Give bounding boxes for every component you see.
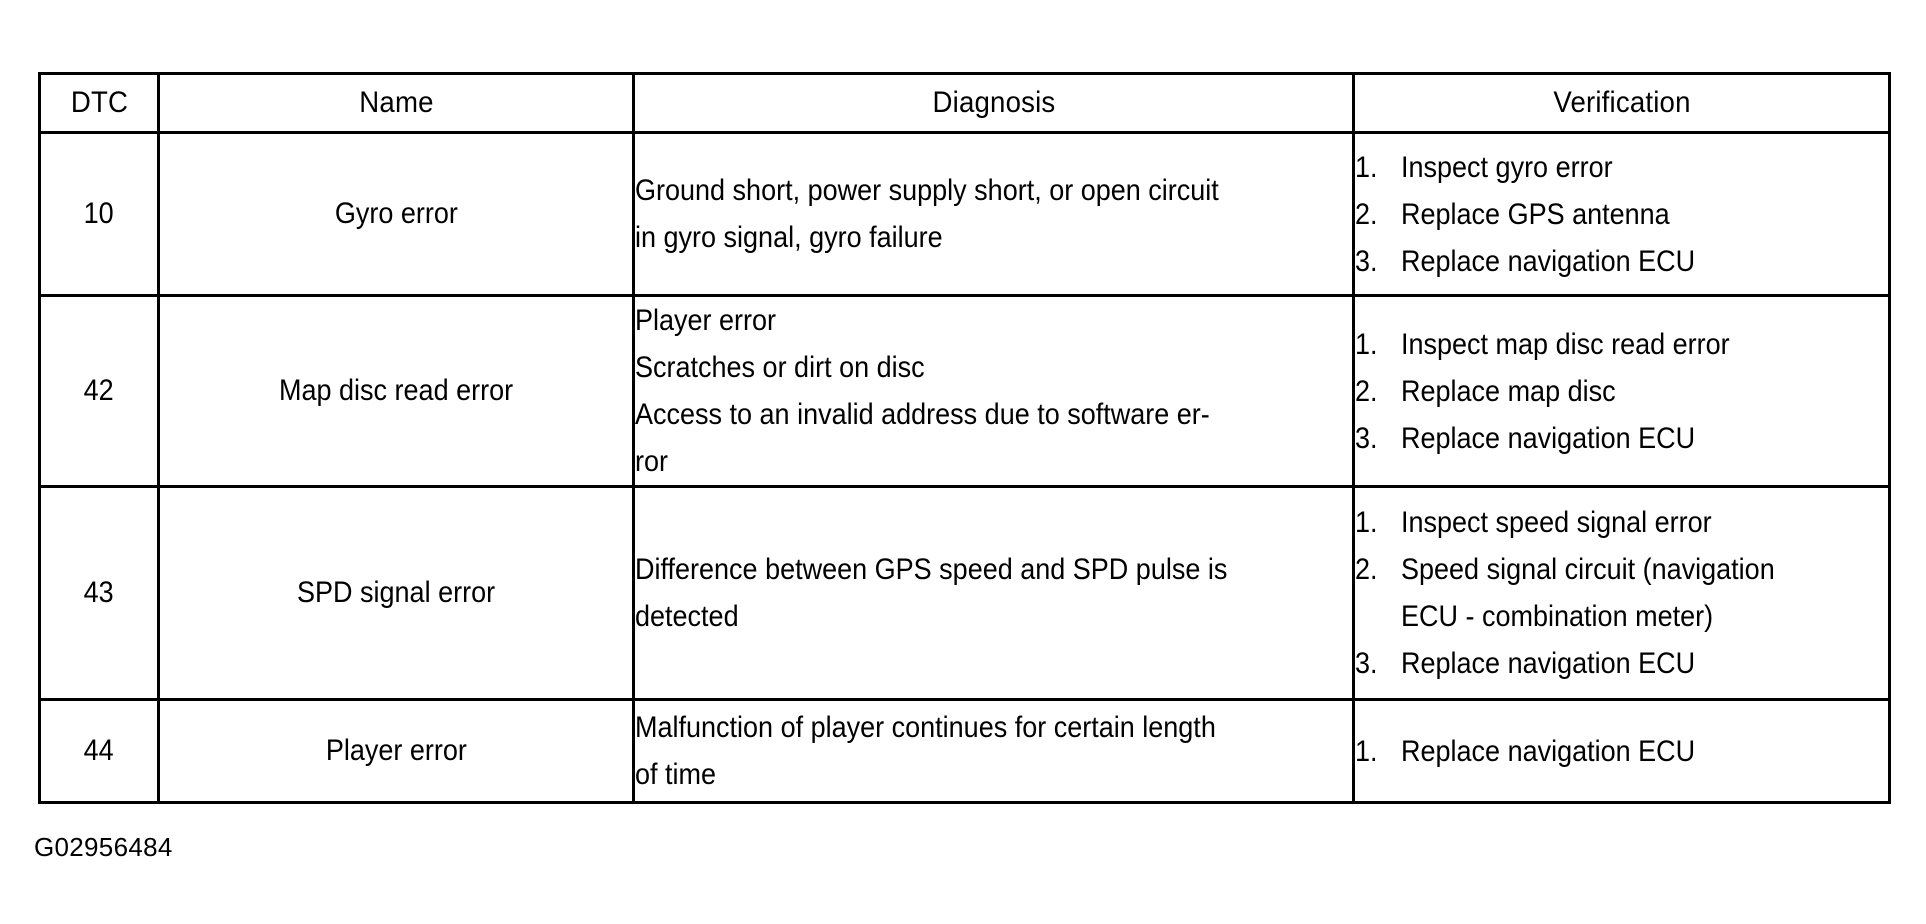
verification-item: 1. Inspect speed signal error xyxy=(1355,499,1888,546)
cell-verification: 1. Inspect gyro error 2. Replace GPS antenn… xyxy=(1352,131,1891,297)
cell-dtc: 10 xyxy=(38,131,160,297)
verification-item: 2. Replace map disc xyxy=(1355,368,1888,415)
verification-item-number: 1. xyxy=(1355,506,1378,539)
verification-item-text: Replace navigation ECU xyxy=(1401,640,1888,687)
diagnosis-line: detected xyxy=(635,600,739,633)
diagnosis-line: Malfunction of player continues for cert… xyxy=(635,711,1216,744)
name-value: Map disc read error xyxy=(278,374,514,407)
diagnosis-line: Access to an invalid address due to soft… xyxy=(635,398,1210,431)
cell-name: Map disc read error xyxy=(157,294,635,488)
column-header-diagnosis-label: Diagnosis xyxy=(932,86,1055,119)
verification-item-text: Inspect map disc read error xyxy=(1401,321,1888,368)
verification-item-line: Inspect map disc read error xyxy=(1401,327,1730,361)
column-header-name-label: Name xyxy=(358,86,434,119)
table-row: 43 SPD signal error Difference between GPS… xyxy=(38,485,1891,701)
verification-item-number: 1. xyxy=(1355,327,1378,361)
verification-item: 3. Replace navigation ECU xyxy=(1355,415,1888,462)
diagnosis-line: Player error xyxy=(635,304,777,337)
verification-item-text: Replace map disc xyxy=(1401,368,1888,415)
verification-item-line: Replace navigation ECU xyxy=(1401,734,1696,768)
column-header-name: Name xyxy=(176,72,616,134)
cell-dtc: 43 xyxy=(38,485,160,701)
dtc-value: 10 xyxy=(83,197,115,230)
verification-item: 1. Replace navigation ECU xyxy=(1355,728,1888,775)
verification-list: 1. Inspect speed signal error 2. Speed sign… xyxy=(1355,499,1888,687)
verification-item-number: 2. xyxy=(1355,374,1378,408)
verification-item-number: 2. xyxy=(1355,553,1378,586)
verification-list: 1. Replace navigation ECU xyxy=(1355,728,1888,775)
cell-dtc: 42 xyxy=(38,294,160,488)
cell-name: Gyro error xyxy=(157,131,635,297)
verification-item-text: Replace navigation ECU xyxy=(1401,415,1888,462)
name-value: Gyro error xyxy=(334,197,458,230)
verification-item-text: Replace GPS antenna xyxy=(1401,191,1888,238)
table-row: 44 Player error Malfunction of player cont… xyxy=(38,698,1891,804)
verification-item-line: Replace map disc xyxy=(1401,374,1616,408)
verification-item-text: Replace navigation ECU xyxy=(1401,728,1888,775)
diagnosis-line: Scratches or dirt on disc xyxy=(635,351,925,384)
table-header-row: DTC Name Diagnosis Verification xyxy=(40,72,1890,134)
verification-item: 3. Replace navigation ECU xyxy=(1355,640,1888,687)
name-value: Player error xyxy=(325,734,467,767)
cell-dtc: 44 xyxy=(38,698,160,804)
verification-item: 3. Replace navigation ECU xyxy=(1355,238,1888,285)
verification-item-number: 3. xyxy=(1355,647,1378,680)
verification-item-line: ECU - combination meter) xyxy=(1401,600,1714,633)
table-row: 10 Gyro error Ground short, power supply s… xyxy=(38,131,1891,297)
verification-item-text: Inspect speed signal error xyxy=(1401,499,1888,546)
cell-name: SPD signal error xyxy=(157,485,635,701)
verification-item-line: Inspect speed signal error xyxy=(1401,506,1712,539)
verification-item-line: Replace navigation ECU xyxy=(1401,647,1696,680)
diagnosis-line: Difference between GPS speed and SPD pul… xyxy=(635,553,1228,586)
verification-item-number: 1. xyxy=(1355,734,1378,768)
column-header-verification-label: Verification xyxy=(1552,86,1691,119)
diagnosis-line: of time xyxy=(635,758,717,791)
dtc-table: DTC Name Diagnosis Verification 10 Gyro e… xyxy=(38,72,1891,804)
column-header-diagnosis: Diagnosis xyxy=(660,72,1327,134)
verification-item-line: Replace navigation ECU xyxy=(1401,244,1696,278)
cell-diagnosis: Ground short, power supply short, or ope… xyxy=(632,131,1355,297)
column-header-dtc-label: DTC xyxy=(70,86,128,119)
figure-id-label: G02956484 xyxy=(34,832,173,862)
cell-verification: 1. Replace navigation ECU xyxy=(1352,698,1891,804)
verification-item-line: Replace GPS antenna xyxy=(1401,197,1670,231)
verification-item: 2. Replace GPS antenna xyxy=(1355,191,1888,238)
table-body: 10 Gyro error Ground short, power supply s… xyxy=(38,131,1891,804)
verification-item-line: Inspect gyro error xyxy=(1401,150,1613,184)
diagnosis-line: in gyro signal, gyro failure xyxy=(635,221,943,254)
cell-diagnosis: Difference between GPS speed and SPD pul… xyxy=(632,485,1355,701)
verification-item: 1. Inspect gyro error xyxy=(1355,144,1888,191)
verification-item-text: Inspect gyro error xyxy=(1401,144,1888,191)
cell-name: Player error xyxy=(157,698,635,804)
verification-item-number: 3. xyxy=(1355,421,1378,455)
verification-list: 1. Inspect gyro error 2. Replace GPS antenn… xyxy=(1355,144,1888,285)
table-header: DTC Name Diagnosis Verification xyxy=(40,72,1890,134)
cell-verification: 1. Inspect map disc read error 2. Replace m… xyxy=(1352,294,1891,488)
verification-list: 1. Inspect map disc read error 2. Replace m… xyxy=(1355,321,1888,462)
column-header-dtc: DTC xyxy=(42,72,156,134)
diagnosis-line: Ground short, power supply short, or ope… xyxy=(635,174,1219,207)
dtc-value: 42 xyxy=(83,374,115,407)
verification-item-number: 1. xyxy=(1355,150,1378,184)
verification-item-text: Replace navigation ECU xyxy=(1401,238,1888,285)
verification-item: 1. Inspect map disc read error xyxy=(1355,321,1888,368)
dtc-value: 44 xyxy=(83,734,115,767)
verification-item-number: 3. xyxy=(1355,244,1378,278)
cell-diagnosis: Malfunction of player continues for cert… xyxy=(632,698,1355,804)
verification-item-number: 2. xyxy=(1355,197,1378,231)
dtc-value: 43 xyxy=(83,576,115,609)
verification-item-line: Replace navigation ECU xyxy=(1401,421,1696,455)
name-value: SPD signal error xyxy=(296,576,496,609)
verification-item-line: Speed signal circuit (navigation xyxy=(1401,553,1775,586)
column-header-verification: Verification xyxy=(1373,72,1870,134)
diagnosis-line: ror xyxy=(635,445,669,478)
cell-verification: 1. Inspect speed signal error 2. Speed sign… xyxy=(1352,485,1891,701)
